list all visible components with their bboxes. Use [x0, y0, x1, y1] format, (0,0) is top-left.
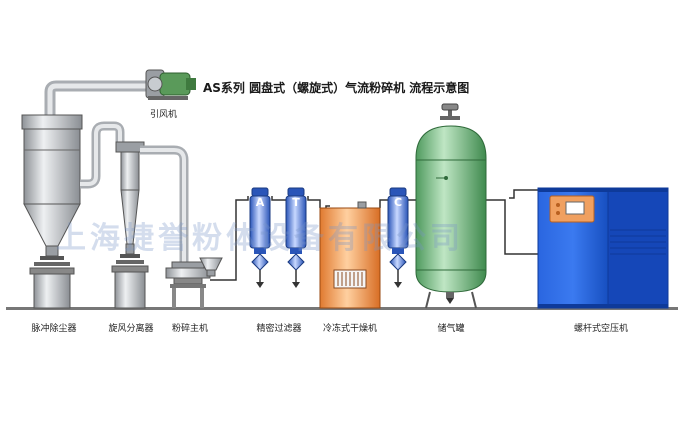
fan-label: 引风机	[150, 110, 178, 120]
label-filters: 精密过滤器	[256, 324, 302, 334]
company-watermark: 上海捷誉粉体设备有限公司	[56, 221, 464, 256]
fan-icon	[145, 69, 196, 100]
filter-letter-a: A	[256, 196, 265, 209]
pipe-collector-to-fan	[44, 80, 150, 115]
mill-icon	[165, 257, 223, 308]
air-tank-icon	[415, 103, 487, 309]
filter-c-icon	[387, 187, 409, 288]
filter-t-icon	[285, 187, 307, 288]
label-compressor: 螺杆式空压机	[573, 324, 629, 334]
diagram-title: AS系列 圆盘式（螺旋式）气流粉碎机 流程示意图	[203, 81, 470, 95]
label-dust-collector: 脉冲除尘器	[31, 324, 77, 334]
filter-letter-t: T	[292, 196, 300, 209]
label-cyclone: 旋风分离器	[108, 324, 154, 334]
compressor-icon	[537, 187, 669, 309]
filter-a-icon	[249, 187, 271, 288]
dryer-icon	[319, 201, 381, 309]
pipe-cyclone-to-collector	[80, 121, 125, 189]
label-mill: 粉碎主机	[171, 324, 209, 334]
dust-collector-icon	[21, 114, 83, 309]
cyclone-separator-icon	[111, 141, 149, 309]
label-dryer: 冷冻式干燥机	[322, 324, 378, 334]
label-tank: 储气罐	[437, 324, 465, 334]
filter-letter-c: C	[394, 196, 402, 209]
air-line	[210, 196, 538, 281]
